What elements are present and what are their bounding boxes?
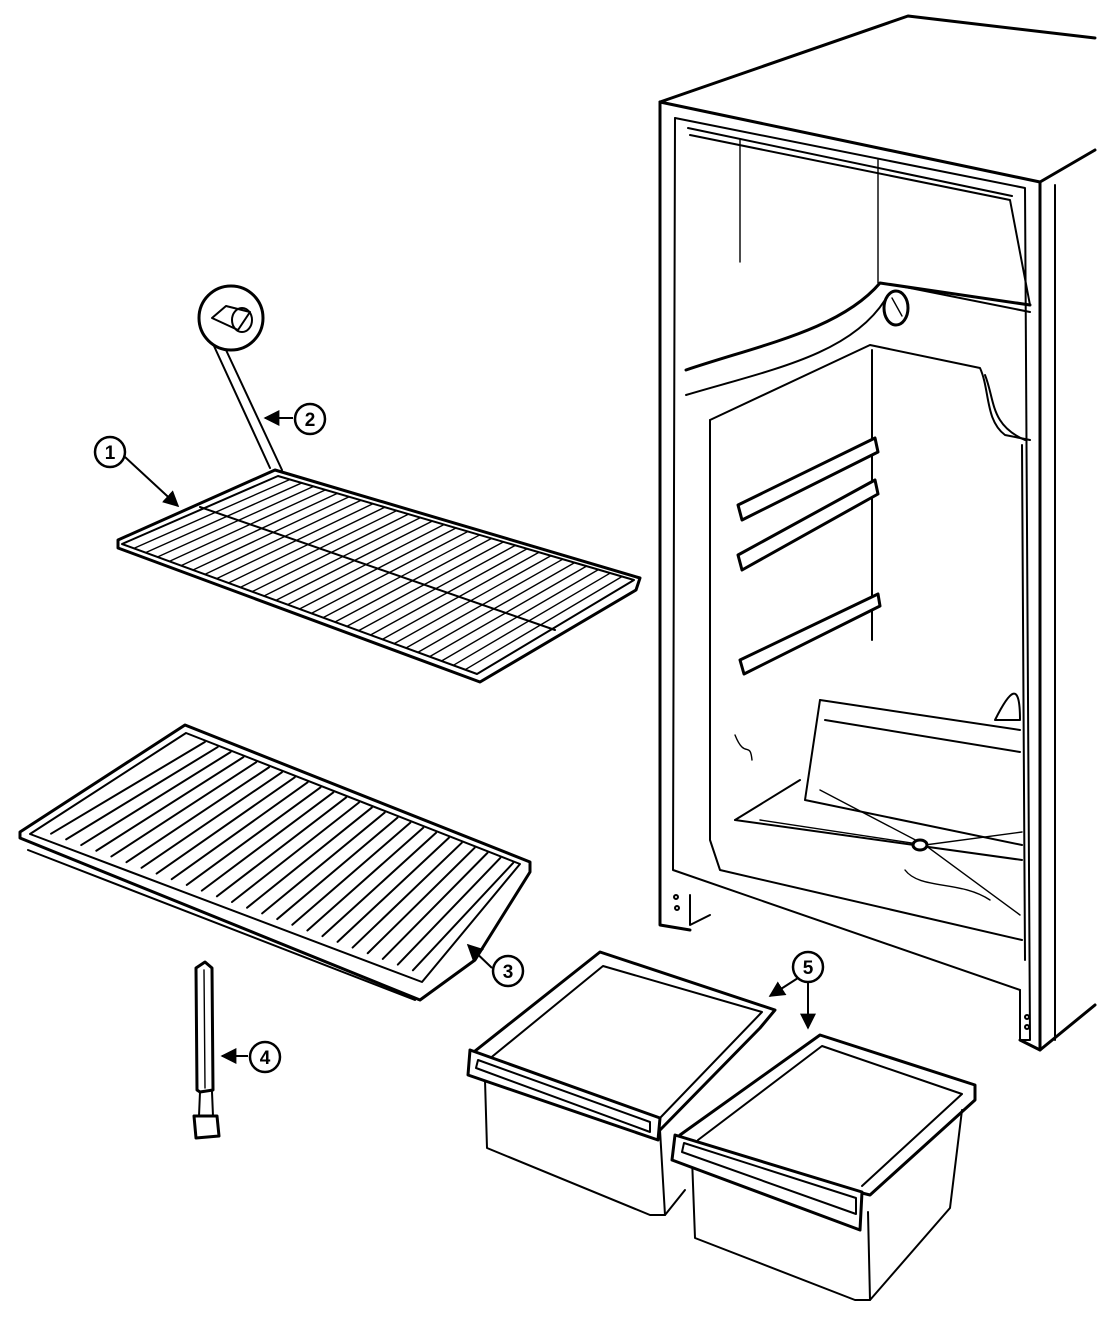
shelf-wire (50, 741, 206, 835)
shelf-wire (185, 786, 322, 886)
shelf-wire (310, 530, 469, 615)
shelf-wire (369, 548, 528, 636)
crisper-drawer-left (466, 950, 777, 1216)
callout-2-label: 2 (305, 410, 316, 431)
callout-1: 1 (93, 435, 127, 469)
callout-4: 4 (248, 1040, 282, 1074)
shelf-wire (192, 496, 350, 571)
shelf-wire (246, 806, 373, 909)
shelf-end-cap (197, 284, 283, 471)
shelf-wire (306, 826, 425, 932)
shelf-wire (336, 836, 450, 943)
shelf-wire (381, 551, 540, 641)
shelf-wire (239, 509, 398, 589)
shelf-wire (133, 478, 291, 550)
shelf-wire (170, 781, 309, 881)
callout-3: 3 (491, 954, 525, 988)
shelf-wire (393, 555, 552, 645)
shelf-wire (200, 791, 335, 892)
shelf-wire (411, 861, 515, 972)
shelf-wire (322, 534, 481, 619)
shelf-wire (351, 841, 463, 949)
shelf-wire (95, 756, 245, 852)
callout-2: 2 (293, 402, 327, 436)
shelf-wire (275, 520, 433, 602)
shelf-wire (346, 541, 505, 628)
shelf-wire (396, 856, 502, 966)
callout-4-label: 4 (260, 1048, 271, 1069)
shelf-wire (180, 492, 339, 567)
crisper-drawer-right (670, 1033, 977, 1301)
callout-leaders (124, 410, 816, 1064)
shelf-wire (110, 761, 258, 858)
shelf-wire (125, 766, 271, 864)
shelf-wire (155, 776, 296, 875)
shelf-wire (334, 537, 493, 623)
shelf-wire (357, 544, 517, 632)
shelf-wire (452, 572, 611, 667)
shelf-wire (276, 816, 399, 921)
shelf-wire (464, 575, 623, 671)
shelf-wire (417, 561, 576, 654)
shelf-wire (428, 565, 588, 658)
leveling-leg (192, 960, 221, 1140)
refrigerator-cabinet (658, 14, 1097, 1052)
shelf-wire (227, 506, 386, 584)
callout-3-label: 3 (503, 962, 514, 983)
shelf-wire (231, 801, 360, 903)
shelf-wire (144, 482, 303, 554)
wire-shelf (116, 468, 642, 684)
callout-5: 5 (791, 950, 825, 984)
shelf-wire (251, 513, 410, 593)
shelf-wire (405, 558, 564, 649)
callout-1-label: 1 (105, 443, 116, 464)
shelf-wire (381, 851, 489, 960)
shelf-wire (168, 489, 327, 563)
shelf-wire (291, 821, 412, 926)
shelf-wire (156, 485, 315, 558)
crisper-cover-shelf (18, 723, 532, 1002)
callout-5-label: 5 (803, 958, 814, 979)
shelf-wire (140, 771, 283, 869)
shelf-wire (366, 846, 476, 955)
shelf-wire (65, 746, 219, 841)
shelf-wire (215, 503, 374, 580)
shelf-wire (263, 516, 422, 597)
shelf-wire (298, 527, 457, 610)
shelf-wire (286, 523, 445, 606)
shelf-wire (321, 831, 438, 938)
shelf-wire (80, 751, 232, 847)
shelf-wire (204, 499, 362, 576)
shelf-wire (261, 811, 386, 915)
shelf-wire (215, 796, 348, 898)
shelf-wire (440, 568, 600, 662)
